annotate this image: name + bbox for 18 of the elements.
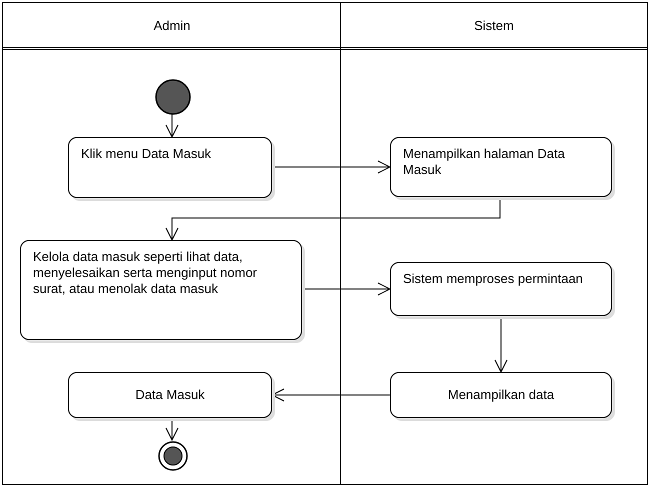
action-text: Menampilkan halaman Data Masuk — [403, 146, 565, 177]
action-box — [390, 372, 612, 418]
action-box — [390, 137, 612, 197]
action-text: Menampilkan data — [448, 387, 554, 403]
action-text: Kelola data masuk seperti lihat data, menyelesaikan serta menginput nomor surat, atau menolak data masuk — [33, 249, 258, 296]
arrow — [166, 114, 178, 138]
lane-header: Sistem — [341, 3, 647, 50]
end-node — [158, 441, 188, 471]
start-node — [155, 79, 191, 115]
action-text: Sistem memproses permintaan — [403, 271, 583, 286]
action-box — [68, 372, 272, 418]
swimlane — [2, 2, 342, 485]
action-text: Klik menu Data Masuk — [81, 146, 212, 161]
swimlane — [340, 2, 648, 485]
action-box — [20, 240, 302, 340]
action-text: Data Masuk — [135, 387, 205, 403]
action-box — [68, 137, 272, 198]
action-box — [390, 262, 612, 316]
